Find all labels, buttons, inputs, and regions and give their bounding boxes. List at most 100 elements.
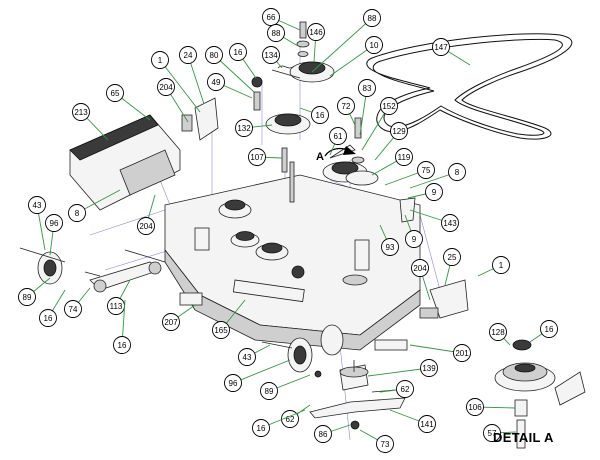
callout-bubble <box>162 313 180 331</box>
callout-number: 8 <box>75 209 80 218</box>
callout-bubble <box>252 419 270 437</box>
callout-number: 89 <box>23 293 32 302</box>
callout-bubble <box>443 248 461 266</box>
callout-bubble <box>417 161 435 179</box>
callout-bubble <box>405 230 423 248</box>
callout-number: 96 <box>50 219 59 228</box>
callout-number: 16 <box>316 111 325 120</box>
callout-bubble <box>314 425 332 443</box>
callout-bubble <box>260 382 278 400</box>
callout-number: 165 <box>214 326 228 335</box>
view-marker: A <box>316 151 324 163</box>
callout-number: 204 <box>159 83 173 92</box>
callout-bubble <box>18 288 36 306</box>
brackets <box>179 76 469 351</box>
front-guard <box>69 114 181 211</box>
callout-bubble <box>418 415 436 433</box>
callout-bubble <box>441 214 459 232</box>
callout-bubble <box>262 8 280 26</box>
pulley-stack <box>265 21 379 203</box>
callout-number: 213 <box>74 108 88 117</box>
callout-bubble <box>248 148 266 166</box>
callout-bubble <box>39 309 57 327</box>
callout-bubble <box>363 9 381 27</box>
callout-bubble <box>207 73 225 91</box>
callout-number: 1 <box>499 261 504 270</box>
callout-number: 143 <box>443 219 457 228</box>
callout-bubble <box>238 348 256 366</box>
callout-number: 204 <box>413 264 427 273</box>
callout-number: 62 <box>286 415 295 424</box>
callout-number: 93 <box>386 243 395 252</box>
callout-bubble <box>420 359 438 377</box>
callout-bubble <box>267 24 285 42</box>
callout-leader <box>311 17 373 73</box>
callout-number: 16 <box>44 314 53 323</box>
callout-number: 83 <box>363 84 372 93</box>
callout-bubble <box>151 51 169 69</box>
callout-number: 9 <box>432 188 437 197</box>
callout-number: 10 <box>370 41 379 50</box>
callout-number: 8 <box>455 168 460 177</box>
callout-bubble <box>390 122 408 140</box>
callout-number: 73 <box>381 440 390 449</box>
callout-number: 65 <box>111 89 120 98</box>
callout-bubble <box>157 78 175 96</box>
callout-bubble <box>395 148 413 166</box>
callout-number: 139 <box>422 364 436 373</box>
callout-bubble <box>396 380 414 398</box>
spindle-blade <box>309 360 406 430</box>
callout-number: 43 <box>33 201 42 210</box>
callout-number: 128 <box>491 328 505 337</box>
callout-number: 62 <box>401 385 410 394</box>
callout-number: 49 <box>212 78 221 87</box>
callout-number: 16 <box>257 424 266 433</box>
callout-number: 88 <box>272 29 281 38</box>
callout-number: 113 <box>110 302 123 311</box>
detail-a-label: DETAIL A <box>493 430 554 445</box>
callout-bubble <box>365 36 383 54</box>
callout-number: 72 <box>342 102 351 111</box>
callout-number: 147 <box>434 43 448 52</box>
callout-bubble <box>448 163 466 181</box>
callout-bubble <box>72 103 90 121</box>
callout-number: 61 <box>334 132 343 141</box>
callout-bubble <box>489 323 507 341</box>
callout-bubble <box>337 97 355 115</box>
callout-number: 107 <box>250 153 264 162</box>
callout-number: 66 <box>267 13 276 22</box>
drive-belt <box>366 33 573 140</box>
callout-number: 89 <box>265 387 274 396</box>
callout-number: 141 <box>420 420 434 429</box>
callout-number: 16 <box>545 325 554 334</box>
callout-bubble <box>380 97 398 115</box>
callout-leader <box>232 359 291 384</box>
callout-leader <box>159 59 201 113</box>
callout-number: 80 <box>210 51 219 60</box>
callout-number: 75 <box>422 166 431 175</box>
detail-a <box>494 339 586 449</box>
callout-number: 16 <box>118 341 127 350</box>
callout-number: 152 <box>382 102 396 111</box>
callout-number: 1 <box>158 56 163 65</box>
callout-leader <box>329 44 375 77</box>
callout-bubble <box>358 79 376 97</box>
callout-number: 74 <box>69 305 78 314</box>
callout-bubble <box>179 46 197 64</box>
callout-number: 134 <box>264 51 278 60</box>
callout-number: 119 <box>398 153 411 162</box>
callout-number: 96 <box>229 379 238 388</box>
callout-bubble <box>262 46 280 64</box>
callout-bubble <box>307 23 325 41</box>
callout-number: 207 <box>164 318 178 327</box>
callout-number: 129 <box>392 127 406 136</box>
callout-number: 132 <box>237 124 251 133</box>
callout-bubble <box>432 38 450 56</box>
callout-bubble <box>411 259 429 277</box>
callout-number: 88 <box>368 14 377 23</box>
callout-bubble <box>205 46 223 64</box>
callout-number: 106 <box>468 403 482 412</box>
callout-bubble <box>229 43 247 61</box>
callout-bubble <box>106 84 124 102</box>
callout-bubble <box>540 320 558 338</box>
